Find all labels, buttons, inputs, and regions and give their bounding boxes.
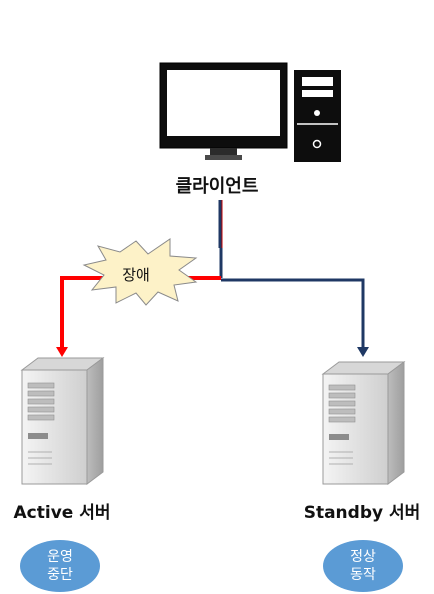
standby-link-line	[221, 278, 369, 357]
desktop-tower-icon	[294, 70, 341, 162]
active-server-icon	[20, 357, 105, 485]
fault-label: 장애	[122, 266, 150, 284]
active-server-label: Active 서버	[13, 503, 111, 523]
trunk-line	[218, 200, 223, 278]
standby-server-label: Standby 서버	[303, 503, 421, 523]
fault-burst-icon	[82, 238, 198, 306]
client-label: 클라이언트	[175, 176, 259, 197]
standby-status-line-1: 정상	[350, 549, 376, 565]
standby-status-badge: 정상 동작	[323, 540, 403, 592]
standby-status-line-2: 동작	[350, 567, 376, 583]
active-status-badge: 운영 중단	[20, 540, 100, 592]
standby-server-icon	[321, 361, 406, 485]
active-status-line-2: 중단	[47, 567, 73, 583]
monitor-icon	[159, 62, 288, 160]
active-status-line-1: 운영	[47, 549, 73, 565]
